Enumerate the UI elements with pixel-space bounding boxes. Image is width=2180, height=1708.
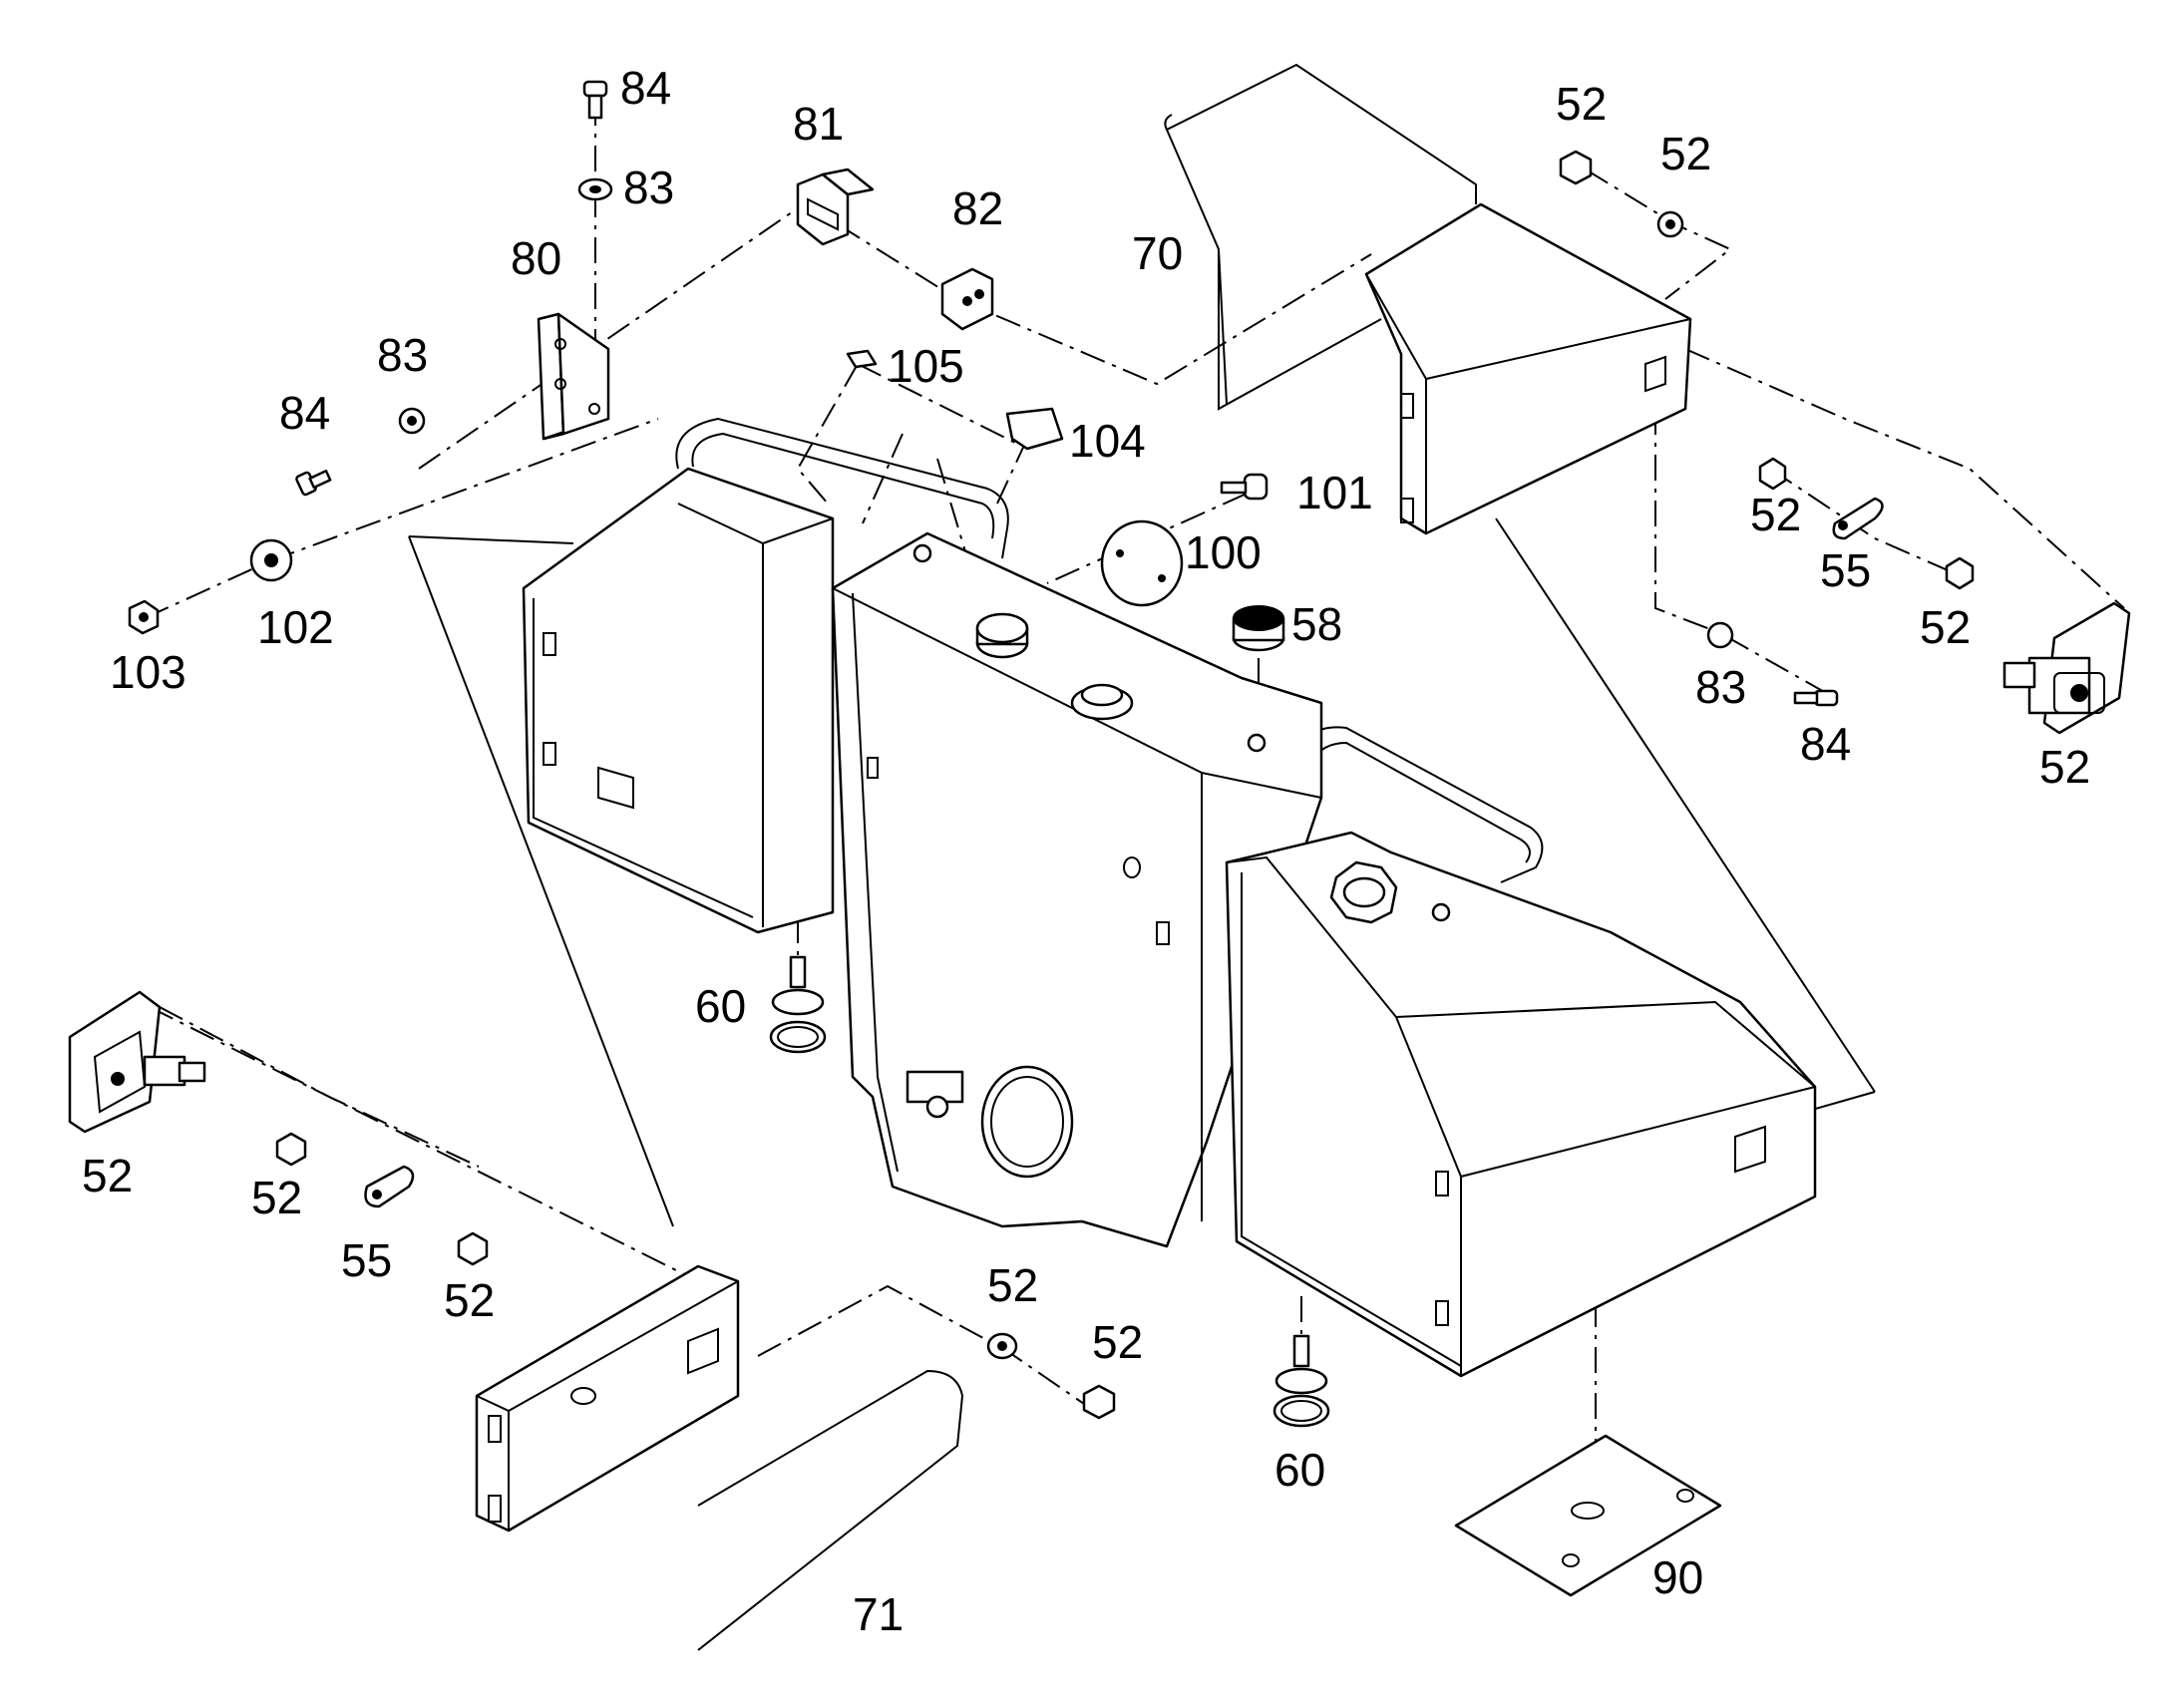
callout-104: 104 [1069, 415, 1146, 467]
latch-right-icon [2002, 601, 2131, 735]
latch-left-icon [68, 990, 206, 1134]
callout-55: 55 [341, 1234, 392, 1286]
bracket-hardware [128, 80, 1269, 635]
callout-81: 81 [793, 98, 844, 150]
foot-left-icon [769, 955, 827, 1054]
callout-80: 80 [511, 232, 561, 284]
callout-52: 52 [251, 1172, 302, 1223]
callout-58: 58 [1291, 598, 1342, 650]
callout-83: 83 [623, 162, 674, 213]
callout-55: 55 [1820, 544, 1871, 596]
callout-83: 83 [1695, 661, 1746, 713]
callout-105: 105 [888, 340, 964, 392]
cover-100 [1100, 519, 1184, 607]
callout-84: 84 [1800, 718, 1851, 770]
callout-103: 103 [110, 646, 186, 698]
callout-84: 84 [620, 62, 671, 114]
callout-90: 90 [1652, 1551, 1703, 1603]
callout-52: 52 [1556, 78, 1607, 130]
callout-102: 102 [257, 601, 334, 653]
callout-52: 52 [2039, 741, 2090, 793]
plug-104 [1005, 407, 1064, 451]
callout-52: 52 [1750, 489, 1801, 540]
foot-right-icon [1272, 1334, 1330, 1428]
right-tank-box [1225, 831, 1817, 1378]
central-tank [831, 531, 1323, 1248]
callout-60: 60 [695, 980, 746, 1032]
callout-83: 83 [377, 329, 428, 381]
panel-top-right [1364, 202, 1692, 535]
callout-52: 52 [1920, 601, 1971, 653]
callout-70: 70 [1132, 227, 1183, 279]
callout-60: 60 [1274, 1444, 1325, 1496]
tank-assembly [522, 417, 1817, 1378]
panel-bottom-left [475, 1264, 740, 1533]
callout-71: 71 [853, 1588, 904, 1640]
callout-52: 52 [444, 1274, 495, 1326]
top-right-parts [1164, 63, 2131, 735]
callout-labels: 84 83 81 82 80 83 84 102 103 105 104 70 … [82, 62, 2090, 1640]
callout-101: 101 [1296, 467, 1373, 518]
callout-100: 100 [1185, 526, 1262, 578]
left-tank-box [522, 467, 835, 934]
callout-52: 52 [1660, 128, 1711, 179]
callout-52: 52 [987, 1259, 1038, 1311]
callout-52: 52 [82, 1150, 133, 1201]
bottom-left-parts [68, 955, 1722, 1651]
cap-58-icon [1232, 605, 1285, 652]
plate-90-icon [1454, 1434, 1722, 1597]
callout-52: 52 [1092, 1316, 1143, 1368]
callout-84: 84 [279, 387, 330, 439]
plug-105 [846, 349, 878, 369]
callout-82: 82 [952, 182, 1003, 234]
